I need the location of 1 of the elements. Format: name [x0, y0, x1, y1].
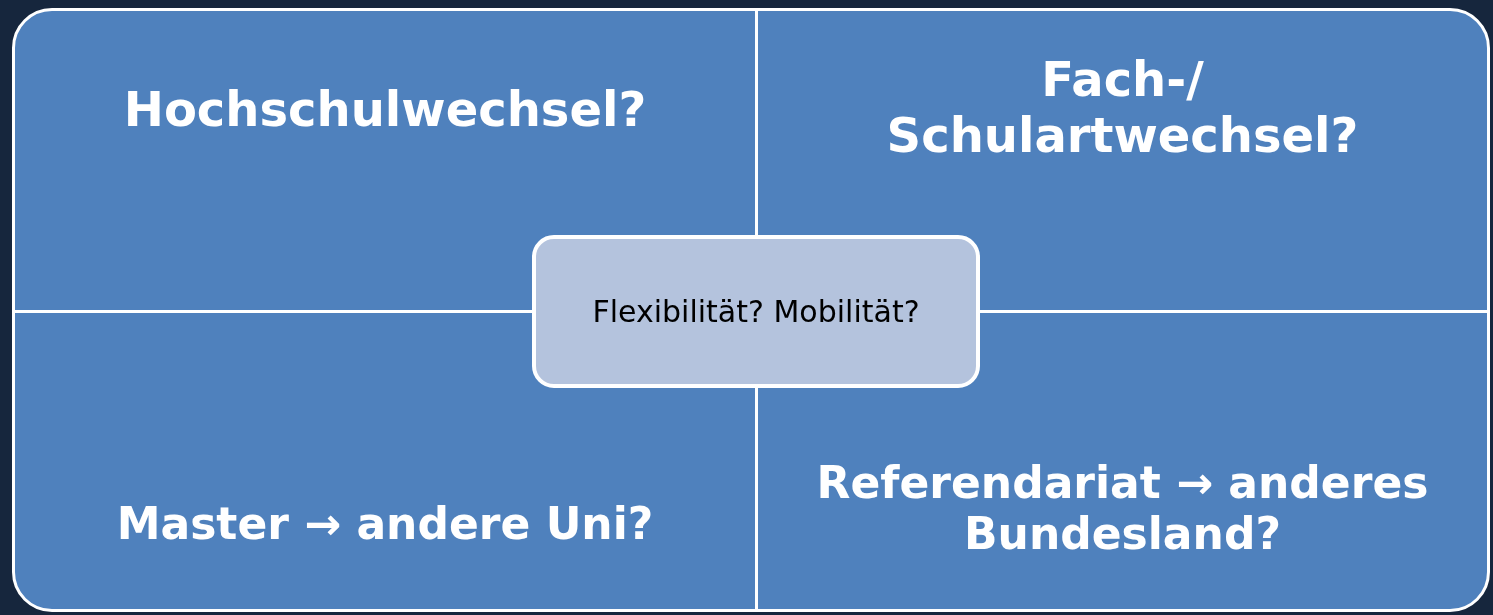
center-box: Flexibilität? Mobilität? — [532, 235, 980, 388]
